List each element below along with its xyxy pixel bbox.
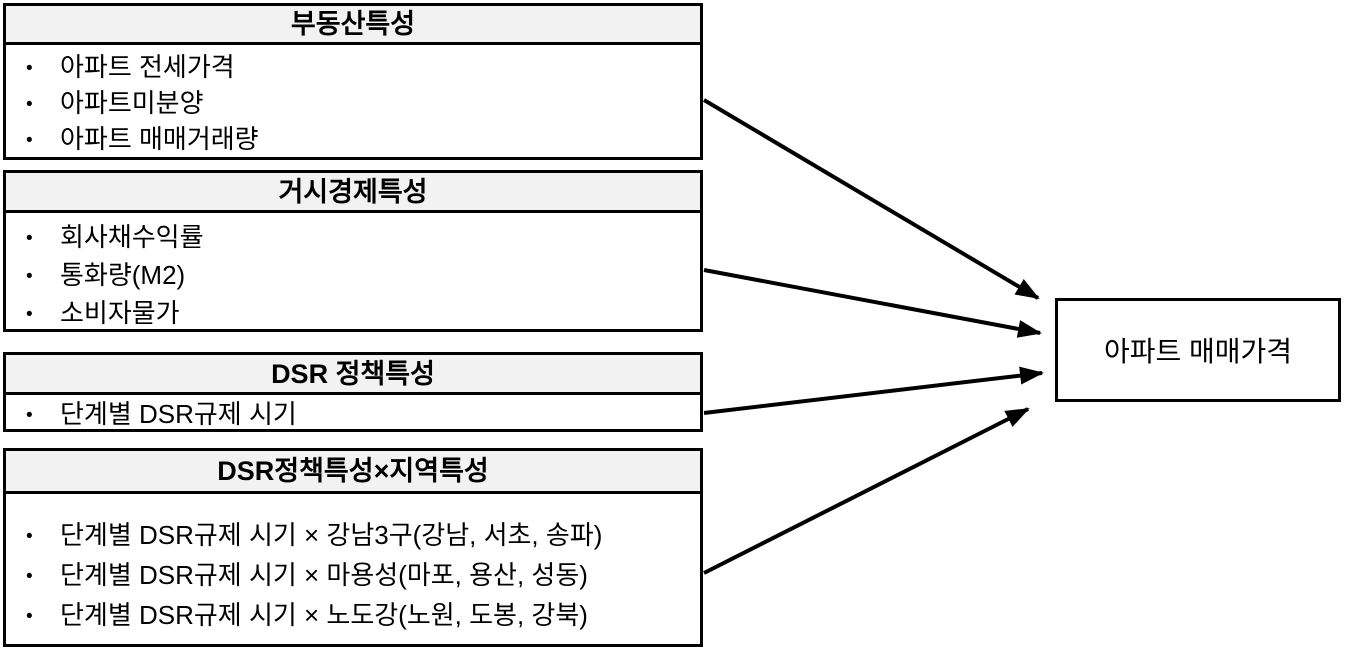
box-dsr-policy: DSR 정책특성 • 단계별 DSR규제 시기 bbox=[3, 352, 703, 432]
box-target-apartment-sale-price: 아파트 매매가격 bbox=[1055, 298, 1341, 402]
list-item: • 소비자물가 bbox=[6, 295, 700, 333]
item-label: 단계별 DSR규제 시기 × 마용성(마포, 용산, 성동) bbox=[60, 560, 588, 590]
bullet-icon: • bbox=[26, 228, 33, 249]
item-label: 소비자물가 bbox=[60, 298, 180, 328]
bullet-icon: • bbox=[26, 266, 33, 287]
box-real-estate-title: 부동산특성 bbox=[6, 6, 700, 45]
bullet-icon: • bbox=[26, 130, 33, 151]
box-macro-economy: 거시경제특성 • 회사채수익률 • 통화량(M2) • 소비자물가 bbox=[3, 170, 703, 332]
box-dsr-policy-region-items: • 단계별 DSR규제 시기 × 강남3구(강남, 서초, 송파) • 단계별 DS… bbox=[6, 494, 700, 636]
list-item: • 아파트 매매거래량 bbox=[6, 122, 700, 158]
list-item: • 통화량(M2) bbox=[6, 257, 700, 295]
bullet-icon: • bbox=[26, 304, 33, 325]
box-macro-economy-title: 거시경제특성 bbox=[6, 173, 700, 213]
list-item: • 단계별 DSR규제 시기 × 마용성(마포, 용산, 성동) bbox=[6, 556, 700, 596]
arrow-dsr-policy-region-to-target bbox=[703, 407, 1030, 575]
target-label: 아파트 매매가격 bbox=[1103, 336, 1293, 367]
box-real-estate-items: • 아파트 전세가격 • 아파트미분양 • 아파트 매매거래량 bbox=[6, 45, 700, 158]
list-item: • 아파트 전세가격 bbox=[6, 50, 700, 86]
box-dsr-policy-region-title: DSR정책특성×지역특성 bbox=[6, 451, 700, 494]
bullet-icon: • bbox=[26, 58, 33, 79]
list-item: • 단계별 DSR규제 시기 × 강남3구(강남, 서초, 송파) bbox=[6, 516, 700, 556]
box-real-estate: 부동산특성 • 아파트 전세가격 • 아파트미분양 • 아파트 매매거래량 bbox=[3, 3, 703, 160]
arrow-real-estate-to-target bbox=[702, 98, 1040, 300]
item-label: 아파트 매매거래량 bbox=[60, 124, 259, 154]
item-label: 회사채수익률 bbox=[60, 222, 204, 252]
list-item: • 단계별 DSR규제 시기 bbox=[6, 396, 700, 434]
box-dsr-policy-items: • 단계별 DSR규제 시기 bbox=[6, 395, 700, 434]
box-dsr-policy-region: DSR정책특성×지역특성 • 단계별 DSR규제 시기 × 강남3구(강남, 서초… bbox=[3, 448, 703, 647]
item-label: 아파트미분양 bbox=[60, 88, 204, 118]
item-label: 아파트 전세가격 bbox=[60, 52, 235, 82]
item-label: 단계별 DSR규제 시기 bbox=[60, 399, 297, 429]
list-item: • 단계별 DSR규제 시기 × 노도강(노원, 도봉, 강북) bbox=[6, 596, 700, 636]
arrow-macro-economy-to-target bbox=[703, 268, 1042, 338]
bullet-icon: • bbox=[26, 566, 33, 587]
box-macro-economy-items: • 회사채수익률 • 통화량(M2) • 소비자물가 bbox=[6, 213, 700, 333]
bullet-icon: • bbox=[26, 94, 33, 115]
list-item: • 회사채수익률 bbox=[6, 219, 700, 257]
item-label: 단계별 DSR규제 시기 × 노도강(노원, 도봉, 강북) bbox=[60, 600, 588, 630]
item-label: 단계별 DSR규제 시기 × 강남3구(강남, 서초, 송파) bbox=[60, 520, 603, 550]
item-label: 통화량(M2) bbox=[60, 260, 186, 290]
list-item: • 아파트미분양 bbox=[6, 86, 700, 122]
bullet-icon: • bbox=[26, 526, 33, 547]
arrow-dsr-policy-to-target bbox=[703, 366, 1044, 415]
bullet-icon: • bbox=[26, 405, 33, 426]
bullet-icon: • bbox=[26, 606, 33, 627]
box-dsr-policy-title: DSR 정책특성 bbox=[6, 355, 700, 395]
